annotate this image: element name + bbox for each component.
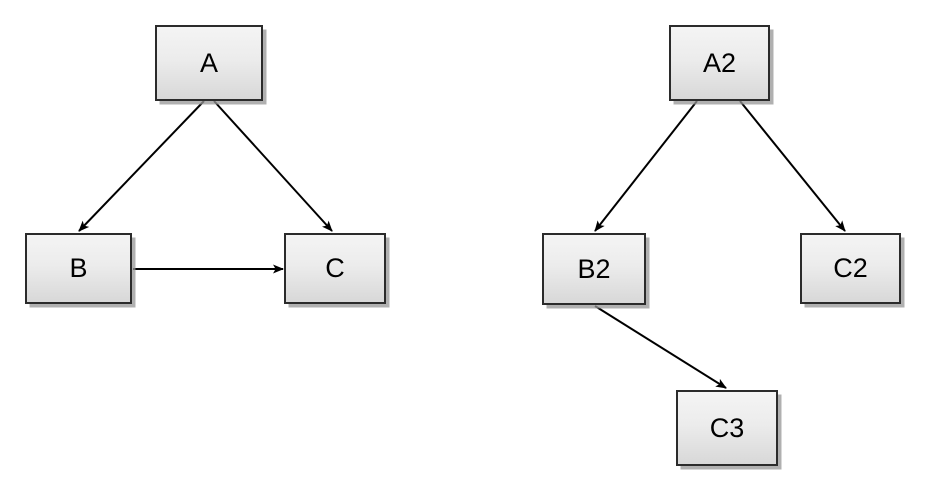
node-label: B2: [577, 253, 611, 284]
node-label: A: [199, 47, 218, 78]
edge-a-c[interactable]: [213, 100, 333, 232]
edge-a2-c2[interactable]: [739, 100, 846, 232]
node-label: A2: [702, 47, 737, 78]
node-label: C: [325, 253, 345, 283]
edge-a2-b2[interactable]: [594, 100, 698, 232]
node-b[interactable]: B: [25, 233, 132, 304]
node-c2[interactable]: C2: [800, 233, 901, 304]
edge-b2-c3[interactable]: [594, 305, 727, 389]
node-c3[interactable]: C3: [676, 390, 778, 466]
node-c[interactable]: C: [284, 233, 386, 304]
edge-a-b[interactable]: [78, 100, 205, 232]
node-a2[interactable]: A2: [669, 25, 770, 101]
node-a[interactable]: A: [155, 25, 263, 101]
node-label: C2: [833, 253, 868, 283]
node-label: C3: [709, 412, 745, 443]
node-label: B: [69, 253, 88, 283]
node-b2[interactable]: B2: [542, 233, 646, 305]
edges-group: [78, 100, 846, 389]
